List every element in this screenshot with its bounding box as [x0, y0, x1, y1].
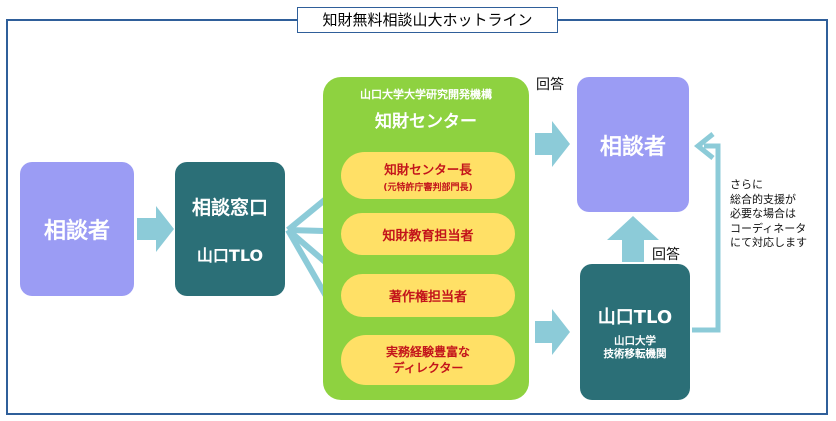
arrow-tlo-to-consultant-loop: [692, 143, 721, 333]
center-name-label: 知財センター: [375, 112, 477, 132]
answer-label-mid: 回答: [652, 247, 680, 263]
role-label-line2: ディレクター: [392, 361, 464, 375]
tlo-box: 山口TLO 山口大学 技術移転機関: [580, 264, 690, 400]
diagram-title: 知財無料相談山大ホットライン: [297, 7, 558, 33]
role-sub-label: (元特許庁審判部門長): [383, 182, 473, 193]
arrow-left-to-window: [137, 206, 174, 252]
center-org-label: 山口大学大学研究開発機構: [360, 88, 492, 101]
arrow-center-to-tlo: [535, 309, 570, 355]
role-label: 知財センター長: [384, 161, 472, 177]
side-note: さらに 総合的支援が 必要な場合は コーディネータ にて対応します: [730, 178, 807, 249]
window-tlo-label: 山口TLO: [196, 245, 264, 265]
tlo-name: 山口TLO: [597, 307, 673, 328]
consultant-box-left: 相談者: [20, 162, 134, 296]
tlo-description: 技術移転機関: [603, 348, 667, 360]
arrow-tlo-to-consultant: [607, 216, 659, 262]
arrow-loop-head: [693, 132, 715, 160]
consultant-box-right: 相談者: [577, 77, 689, 212]
role-director: 実務経験豊富な ディレクター: [341, 335, 515, 385]
answer-label-top: 回答: [536, 77, 564, 93]
role-ip-education: 知財教育担当者: [341, 213, 515, 255]
consultation-window-box: 相談窓口 山口TLO: [175, 162, 285, 296]
tlo-university: 山口大学: [614, 335, 656, 347]
role-copyright: 著作権担当者: [341, 274, 515, 317]
role-label: 実務経験豊富な: [385, 345, 470, 359]
role-center-director: 知財センター長 (元特許庁審判部門長): [341, 152, 515, 199]
window-label: 相談窓口: [191, 196, 268, 219]
arrow-center-to-consultant: [535, 121, 570, 167]
